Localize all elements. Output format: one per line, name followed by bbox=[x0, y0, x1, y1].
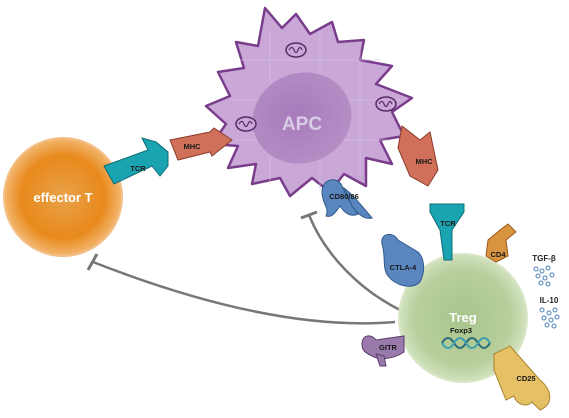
gitr-receptor: GITR bbox=[361, 335, 405, 367]
mhc-right-label: MHC bbox=[415, 157, 433, 166]
tcr-effector-receptor: TCR bbox=[103, 137, 169, 185]
inhibition-arrow-treg-to-effector bbox=[92, 260, 396, 325]
effector-t-label: effector T bbox=[33, 190, 92, 205]
mitochondrion-2 bbox=[235, 116, 257, 132]
cd4-receptor: CD4 bbox=[485, 223, 517, 263]
inhibition-bar-apc bbox=[300, 210, 318, 220]
tgf-beta-particles-icon bbox=[533, 265, 555, 287]
tcr-treg-receptor: TCR bbox=[429, 203, 465, 261]
foxp3-label: Foxp3 bbox=[450, 326, 472, 335]
tgf-beta-label: TGF-β bbox=[532, 254, 556, 263]
apc-nucleus bbox=[252, 72, 352, 164]
inhibition-arrow-treg-to-apc bbox=[307, 214, 401, 312]
mhc-right-receptor: MHC bbox=[397, 125, 439, 187]
treg-cell: Treg Foxp3 bbox=[398, 253, 528, 383]
cd80-86-label: CD80/86 bbox=[329, 192, 359, 201]
tcr-effector-label: TCR bbox=[130, 164, 146, 173]
treg-label: Treg bbox=[449, 310, 477, 325]
mitochondrion-1 bbox=[285, 42, 307, 58]
il-10-label: IL-10 bbox=[540, 296, 559, 305]
cd4-label: CD4 bbox=[490, 250, 506, 259]
cd80-86-receptor: CD80/86 bbox=[321, 179, 373, 219]
mhc-left-label: MHC bbox=[183, 142, 201, 151]
tcr-treg-label: TCR bbox=[440, 219, 456, 228]
gitr-label: GITR bbox=[379, 343, 397, 352]
apc-label: APC bbox=[282, 114, 322, 135]
ctla4-label: CTLA-4 bbox=[390, 263, 417, 272]
mitochondrion-3 bbox=[375, 96, 397, 112]
inhibition-arrows bbox=[86, 210, 401, 325]
inhibition-bar-effector bbox=[86, 253, 99, 271]
effector-t-cell: effector T bbox=[3, 137, 123, 257]
apc-cell: APC bbox=[204, 6, 414, 198]
mhc-left-receptor: MHC bbox=[169, 127, 233, 161]
il-10-cytokine: IL-10 bbox=[539, 296, 560, 329]
cd25-receptor: CD25 bbox=[493, 345, 551, 411]
il-10-particles-icon bbox=[539, 307, 560, 329]
cd25-label: CD25 bbox=[516, 374, 535, 383]
foxp3-dna-icon bbox=[441, 337, 491, 349]
ctla4-receptor: CTLA-4 bbox=[381, 234, 425, 287]
tgf-beta-cytokine: TGF-β bbox=[532, 254, 556, 287]
